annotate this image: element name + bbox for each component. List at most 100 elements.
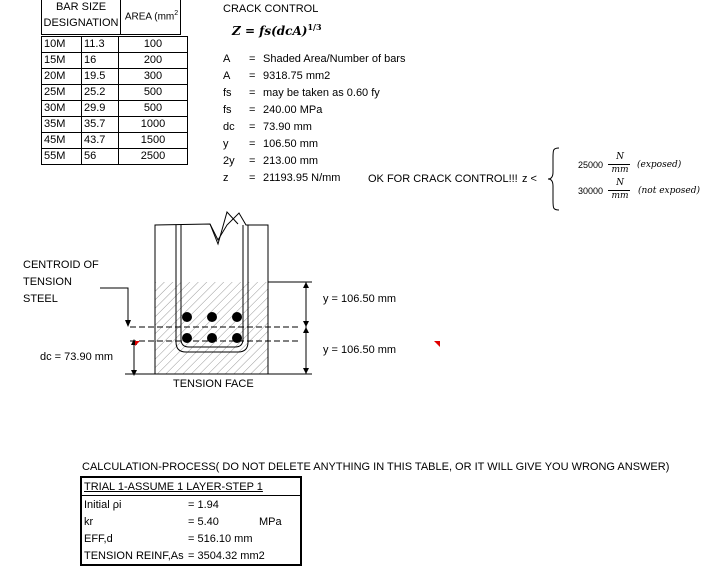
- crack-equals: =: [249, 70, 256, 82]
- crack-symbol: fs: [223, 104, 232, 116]
- crack-equals: =: [249, 172, 256, 184]
- centroid-label-line3: STEEL: [23, 293, 58, 305]
- limit-exposed-fraction-bar: [608, 164, 630, 165]
- designation-header: DESIGNATION: [43, 17, 119, 29]
- centroid-label-line1: CENTROID OF: [23, 259, 99, 271]
- y-top-label: y = 106.50 mm: [323, 293, 397, 305]
- calc-value: = 516.10 mm: [188, 533, 253, 545]
- crack-symbol: y: [223, 138, 229, 150]
- calc-label: kr: [84, 516, 94, 528]
- rebar: [232, 312, 242, 322]
- limit-exposed-note: (exposed): [637, 160, 682, 170]
- limit-exposed-unit-num: N: [616, 152, 624, 162]
- bar-diameter: 16: [81, 52, 119, 69]
- bar-designation: 10M: [41, 36, 82, 53]
- crack-symbol: dc: [223, 121, 235, 133]
- calc-label: Initial ρi: [84, 499, 122, 511]
- bar-area: 300: [118, 68, 188, 85]
- centroid-label-line2: TENSION: [23, 276, 72, 288]
- beam-outline: [154, 212, 269, 375]
- calc-value: = 1.94: [188, 499, 219, 511]
- limit-exposed-unit-den: mm: [611, 165, 629, 175]
- calc-table: TRIAL 1-ASSUME 1 LAYER-STEP 1 Initial ρi…: [80, 476, 302, 566]
- crack-ok-status: OK FOR CRACK CONTROL!!!: [368, 173, 518, 185]
- z-less-than: z <: [522, 173, 537, 185]
- crack-equals: =: [249, 104, 256, 116]
- bar-area: 1000: [118, 116, 188, 133]
- crack-value: 73.90 mm: [263, 121, 312, 133]
- limit-brace: [547, 147, 560, 211]
- rebar: [182, 312, 192, 322]
- bar-designation: 25M: [41, 84, 82, 101]
- crack-value: 21193.95 N/mm: [263, 172, 341, 184]
- comment-marker[interactable]: [434, 341, 440, 347]
- calc-divider: [82, 495, 300, 496]
- stirrup-outer: [175, 225, 249, 353]
- crack-equals: =: [249, 121, 256, 133]
- crack-value: Shaded Area/Number of bars: [263, 53, 406, 65]
- bar-table-header: BAR SIZE DESIGNATION AREA (mm2: [41, 0, 181, 35]
- crack-symbol: z: [223, 172, 229, 184]
- tension-face-label: TENSION FACE: [173, 378, 254, 390]
- crack-value: 240.00 MPa: [263, 104, 323, 116]
- crack-symbol: 2y: [223, 155, 235, 167]
- bar-designation: 55M: [41, 148, 82, 165]
- calc-unit: MPa: [259, 516, 282, 528]
- y-arrow-4: [303, 368, 309, 374]
- bar-designation: 35M: [41, 116, 82, 133]
- bar-area: 500: [118, 100, 188, 117]
- calc-label: TENSION REINF,As: [84, 550, 184, 562]
- limit-not-exposed-unit-den: mm: [611, 191, 629, 201]
- crack-equals: =: [249, 155, 256, 167]
- y-bottom-label: y = 106.50 mm: [323, 344, 397, 356]
- calc-value: = 3504.32 mm2: [188, 550, 265, 562]
- dc-label: dc = 73.90 mm: [40, 351, 114, 363]
- crack-symbol: A: [223, 53, 231, 65]
- rebar: [207, 312, 217, 322]
- bar-diameter: 19.5: [81, 68, 119, 85]
- bar-diameter: 29.9: [81, 100, 119, 117]
- crack-symbol: A: [223, 70, 231, 82]
- dc-arrow-bottom: [131, 370, 137, 376]
- calc-step-title: TRIAL 1-ASSUME 1 LAYER-STEP 1: [84, 481, 263, 493]
- bar-designation: 45M: [41, 132, 82, 149]
- bar-diameter: 43.7: [81, 132, 119, 149]
- limit-not-exposed-note: (not exposed): [638, 186, 701, 196]
- bar-diameter: 25.2: [81, 84, 119, 101]
- crack-equals: =: [249, 53, 256, 65]
- crack-value: 213.00 mm: [263, 155, 319, 167]
- beam-section-diagram: [100, 211, 440, 376]
- crack-symbol: fs: [223, 87, 232, 99]
- centroid-leader-arrow: [125, 320, 131, 327]
- bar-area: 100: [118, 36, 188, 53]
- bar-designation: 30M: [41, 100, 82, 117]
- crack-control-title: CRACK CONTROL: [223, 3, 319, 15]
- header-divider: [120, 0, 121, 35]
- break-line: [209, 211, 239, 246]
- bar-designation: 15M: [41, 52, 82, 69]
- calc-label: EFF,d: [84, 533, 113, 545]
- crack-value: may be taken as 0.60 fy: [263, 87, 380, 99]
- calc-process-title: CALCULATION-PROCESS( DO NOT DELETE ANYTH…: [82, 461, 670, 473]
- bar-diameter: 35.7: [81, 116, 119, 133]
- comment-marker[interactable]: [135, 341, 140, 346]
- crack-value: 106.50 mm: [263, 138, 319, 150]
- bar-area: 2500: [118, 148, 188, 165]
- stirrup-inner: [180, 225, 244, 348]
- bar-designation: 20M: [41, 68, 82, 85]
- y-arrow-1: [303, 282, 309, 288]
- bar-diameter: 11.3: [81, 36, 119, 53]
- limit-not-exposed-unit-num: N: [616, 178, 624, 188]
- shaded-tension-area: [155, 282, 268, 374]
- y-arrow-3: [303, 327, 309, 333]
- y-arrow-2: [303, 321, 309, 327]
- bar-area: 1500: [118, 132, 188, 149]
